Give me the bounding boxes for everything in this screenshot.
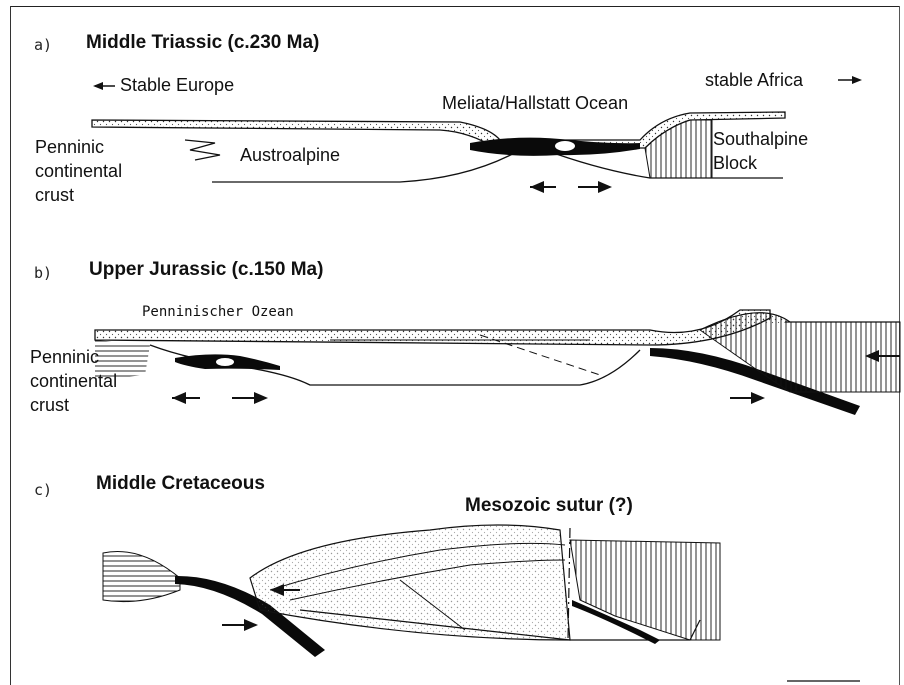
label-stable-europe: Stable Europe xyxy=(120,76,234,96)
label-meliata-ocean: Meliata/Hallstatt Ocean xyxy=(442,94,628,114)
panel-c-upper-plate-hatch xyxy=(570,540,720,640)
panel-a-spreading-arrows xyxy=(530,181,612,193)
panel-b-title: Upper Jurassic (c.150 Ma) xyxy=(89,260,323,281)
label-penninic-crust-b: Penninic continental crust xyxy=(30,345,117,417)
panel-b-letter: b) xyxy=(34,265,52,282)
label-penninischer-ozean: Penninischer Ozean xyxy=(142,305,294,320)
panel-c-penninic-hatch xyxy=(103,551,180,601)
panel-c-letter: c) xyxy=(34,482,52,499)
label-austroalpine: Austroalpine xyxy=(240,146,340,166)
panel-a-letter: a) xyxy=(34,37,52,54)
label-penninic-crust-a: Penninic continental crust xyxy=(35,135,122,207)
panel-a-title: Middle Triassic (c.230 Ma) xyxy=(86,33,319,54)
panel-a-europe-arrow xyxy=(93,82,115,90)
panel-b-section xyxy=(95,310,900,415)
label-southalpine-block: Southalpine Block xyxy=(713,127,808,175)
label-stable-africa: stable Africa xyxy=(705,71,803,91)
panel-b-spreading-arrows xyxy=(172,392,268,404)
label-mesozoic-suture: Mesozoic sutur (?) xyxy=(465,496,633,517)
panel-c-section xyxy=(103,525,860,681)
panel-c-plate-arrow xyxy=(222,619,258,631)
panel-a-africa-arrow xyxy=(838,76,862,84)
panel-b-plate-arrow xyxy=(730,392,765,404)
panel-c-title: Middle Cretaceous xyxy=(96,474,265,495)
